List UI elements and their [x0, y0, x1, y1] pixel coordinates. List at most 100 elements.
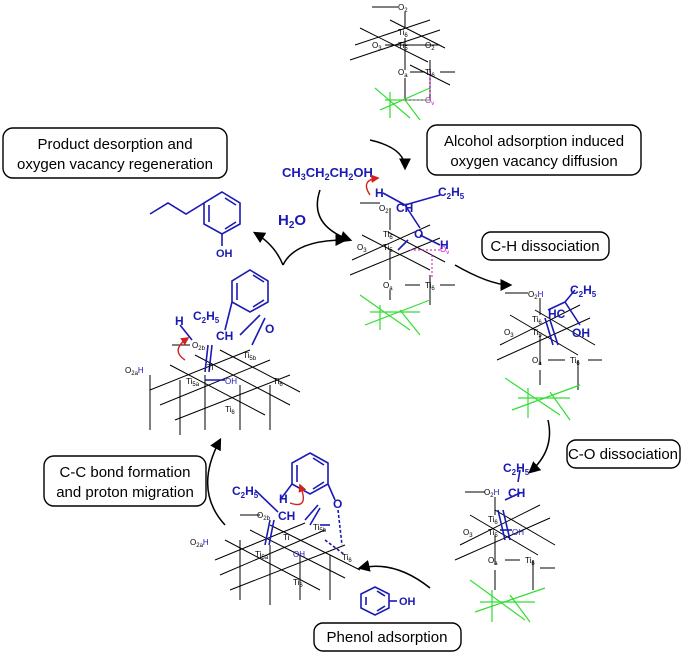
atom-oh: OH [512, 528, 524, 537]
label-h: H [279, 492, 288, 506]
step-label-line: C-O dissociation [568, 446, 678, 463]
label-ethyl: C2H5 [503, 461, 530, 477]
atom-o2b: O2b [257, 511, 271, 522]
atom-ti5a: Ti5a [186, 377, 200, 388]
atom-o3: O3 [504, 328, 514, 339]
atom-o2: O2 [379, 204, 389, 215]
step-box-phenol-adsorption: Phenol adsorption [313, 622, 462, 652]
atom-o2ah: O2aH [125, 366, 144, 377]
label-o: O [333, 497, 342, 511]
step-label-line: and proton migration [56, 484, 194, 501]
label-ethyl: C2H5 [438, 185, 465, 201]
atom-ti5: Ti5 [532, 328, 542, 339]
arrow-product-desorption [282, 234, 348, 266]
structure-cc-formation: C2H5 H CH O O2b O2aH Ti Ti5b Ti5a OH Ti6… [190, 452, 361, 605]
arrow-ch-dissociation [454, 264, 513, 291]
atom-ti6: Ti6 [293, 578, 303, 589]
label-ch: CH [396, 201, 413, 215]
step-box-product-desorption: Product desorption and oxygen vacancy re… [2, 127, 228, 179]
label-o: O [265, 322, 274, 336]
atom-oa: Oa [488, 556, 498, 567]
atom-ti: Ti [207, 363, 214, 372]
label-o: O [414, 227, 423, 241]
label-ethyl: C2H5 [232, 484, 259, 500]
atom-ti6: Ti6 [425, 68, 435, 79]
arrow-phenol-adsorption [357, 560, 431, 589]
atom-ti6: Ti6 [570, 356, 580, 367]
label-h: H [375, 186, 384, 200]
step-label-line: Product desorption and [37, 136, 192, 153]
arrow-cc-bond-formation [207, 437, 226, 526]
label-ethyl: C2H5 [193, 309, 220, 325]
atom-ti5a: Ti5a [255, 550, 269, 561]
arrow-co-dissociation [528, 419, 551, 474]
atom-ti5: Ti5 [383, 243, 393, 254]
atom-ti5b: Ti5b [313, 523, 327, 534]
label-ch: CH [216, 329, 233, 343]
atom-oa: Oa [532, 356, 542, 367]
label-ch: CH [278, 509, 295, 523]
propanol-molecule: CH3CH2CH2OH [282, 165, 373, 182]
label-ethyl: C2H5 [570, 283, 597, 299]
atom-oa: Oa [383, 281, 393, 292]
label-ch: CH [508, 486, 525, 500]
structure-co-dissociated: C2H5 CH O2H Ti6 O3 Ti5 OH Oa Ti6 [454, 461, 556, 623]
step-label-line: C-H dissociation [490, 238, 599, 255]
atom-oh: OH [225, 377, 237, 386]
step-box-cc-bond-formation: C-C bond formation and proton migration [43, 455, 207, 507]
step-label-line: oxygen vacancy regeneration [17, 156, 213, 173]
step-label-line: C-C bond formation [60, 464, 191, 481]
atom-ti6: Ti6 [488, 515, 498, 526]
structure-alcohol-adsorbed: H CH C2H5 O H O2 Ti6 O3 Ti5 Ov Oa Ti6 [349, 174, 465, 336]
atom-o2b: O2b [192, 341, 206, 352]
atom-ti6: Ti6 [225, 405, 235, 416]
atom-ti6: Ti6 [383, 230, 393, 241]
atom-ti6: Ti6 [273, 377, 283, 388]
atom-ov: Ov [440, 245, 449, 256]
atom-ti5: Ti5 [488, 528, 498, 539]
atom-o2: O2 [425, 41, 435, 52]
atom-ti6: Ti6 [425, 281, 435, 292]
step-box-ch-dissociation: C-H dissociation [481, 231, 610, 261]
step-label-line: oxygen vacancy diffusion [450, 153, 617, 170]
atom-ti5: Ti5 [398, 41, 408, 52]
water-formula: H2O [278, 212, 306, 231]
water-molecule: H2O [278, 212, 306, 231]
structure-product-on-surface: H C2H5 CH O O2b O2aH Ti Ti5b Ti5a OH Ti6… [125, 269, 301, 435]
atom-o3: O3 [463, 528, 473, 539]
atom-o2h: O2H [528, 290, 544, 301]
label-hc: HC [548, 307, 566, 321]
step-box-alcohol-adsorption: Alcohol adsorption induced oxygen vacanc… [426, 124, 642, 176]
atom-ti: Ti [283, 533, 290, 542]
atom-o3: O3 [372, 41, 382, 52]
arrow-alcohol-adsorption [369, 139, 411, 171]
phenol-molecule: OH [360, 586, 416, 616]
atom-ov: Ov [425, 96, 434, 107]
atom-ti6: Ti6 [525, 556, 535, 567]
arrow-product-release [252, 231, 284, 266]
propanol-formula: CH3CH2CH2OH [282, 165, 373, 182]
label-h: H [175, 314, 184, 328]
cycle-arrows [207, 139, 551, 589]
product-molecule: OH [149, 191, 241, 260]
atom-ti6: Ti6 [532, 315, 542, 326]
atom-oh: OH [293, 550, 305, 559]
atom-o2ah: O2aH [190, 538, 209, 549]
atom-o3: O3 [357, 243, 367, 254]
step-label-line: Alcohol adsorption induced [444, 133, 624, 150]
atom-oa: Oa [398, 68, 408, 79]
label-oh: OH [572, 326, 590, 340]
atom-o2h: O2H [484, 488, 500, 499]
atom-ti5b: Ti5b [243, 351, 257, 362]
product-oh-label: OH [216, 248, 233, 260]
atom-ti6: Ti6 [398, 28, 408, 39]
arrow-propanol-in [316, 189, 353, 243]
structure-initial-surface: O2 Ti6 O3 Ti5 O2 Oa Ti6 Ov [349, 3, 455, 121]
atom-ti6: Ti6 [342, 553, 352, 564]
phenol-oh-label: OH [399, 596, 416, 608]
label-h: H [440, 238, 449, 252]
structure-ch-dissociated: C2H5 HC OH O2H Ti6 O3 Ti5 Oa Ti6 [496, 283, 602, 421]
atom-o2: O2 [398, 3, 408, 14]
